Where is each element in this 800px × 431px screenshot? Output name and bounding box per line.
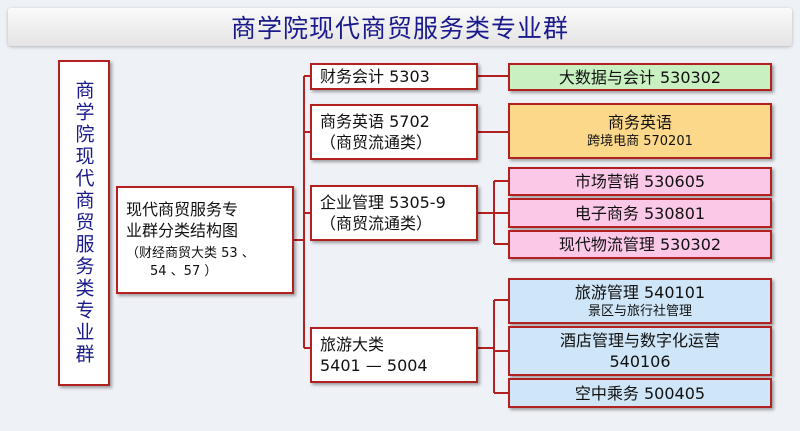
root-line4: 54 、57 ） bbox=[150, 264, 218, 279]
category-english-line2: （商贸流通类） bbox=[320, 133, 433, 152]
major-biz-english-line1: 商务英语 bbox=[607, 112, 672, 132]
category-finance: 财务会计 5303 bbox=[310, 63, 478, 90]
category-english: 商务英语 5702 （商贸流通类） bbox=[310, 104, 478, 160]
major-biz-english: 商务英语 跨境电商 570201 bbox=[508, 103, 772, 159]
major-marketing-label: 市场营销 530605 bbox=[574, 172, 706, 191]
major-hotel: 酒店管理与数字化运营 540106 bbox=[508, 326, 772, 376]
major-ecommerce: 电子商务 530801 bbox=[508, 198, 772, 228]
major-hotel-line1: 酒店管理与数字化运营 bbox=[559, 331, 720, 350]
title-bar: 商学院现代商贸服务类专业群 bbox=[8, 8, 792, 46]
root-line3: （财经商贸大类 53 、 bbox=[126, 246, 255, 261]
category-management: 企业管理 5305-9 （商贸流通类） bbox=[310, 185, 478, 241]
major-biz-english-line2: 跨境电商 570201 bbox=[587, 133, 693, 149]
major-bigdata-label: 大数据与会计 530302 bbox=[558, 67, 722, 87]
category-tourism: 旅游大类 5401 — 5004 bbox=[310, 327, 478, 383]
major-air-label: 空中乘务 500405 bbox=[574, 383, 706, 403]
page-title: 商学院现代商贸服务类专业群 bbox=[230, 14, 569, 43]
root-line2: 业群分类结构图 bbox=[126, 221, 239, 240]
major-air: 空中乘务 500405 bbox=[508, 378, 772, 408]
major-marketing: 市场营销 530605 bbox=[508, 167, 772, 196]
vertical-title: 商学院现代商贸服务类专业群 bbox=[72, 80, 95, 366]
major-tour-mgmt: 旅游管理 540101 景区与旅行社管理 bbox=[508, 278, 772, 324]
category-tourism-line2: 5401 — 5004 bbox=[320, 356, 428, 375]
major-logistics: 现代物流管理 530302 bbox=[508, 230, 772, 259]
category-tourism-line1: 旅游大类 bbox=[320, 335, 385, 354]
major-tour-mgmt-line2: 景区与旅行社管理 bbox=[587, 303, 692, 319]
major-logistics-label: 现代物流管理 530302 bbox=[558, 235, 722, 254]
root-line1: 现代商贸服务专 bbox=[126, 200, 239, 219]
vertical-title-box: 商学院现代商贸服务类专业群 bbox=[58, 60, 110, 386]
major-ecommerce-label: 电子商务 530801 bbox=[574, 203, 706, 223]
category-management-line2: （商贸流通类） bbox=[320, 214, 433, 233]
major-hotel-line2: 540106 bbox=[609, 352, 671, 371]
category-english-line1: 商务英语 5702 bbox=[320, 112, 430, 131]
major-tour-mgmt-line1: 旅游管理 540101 bbox=[574, 282, 706, 302]
root-node: 现代商贸服务专 业群分类结构图 （财经商贸大类 53 、 54 、57 ） bbox=[116, 186, 294, 294]
major-bigdata: 大数据与会计 530302 bbox=[508, 63, 772, 91]
category-management-line1: 企业管理 5305-9 bbox=[320, 193, 446, 212]
category-finance-label: 财务会计 5303 bbox=[320, 67, 430, 86]
